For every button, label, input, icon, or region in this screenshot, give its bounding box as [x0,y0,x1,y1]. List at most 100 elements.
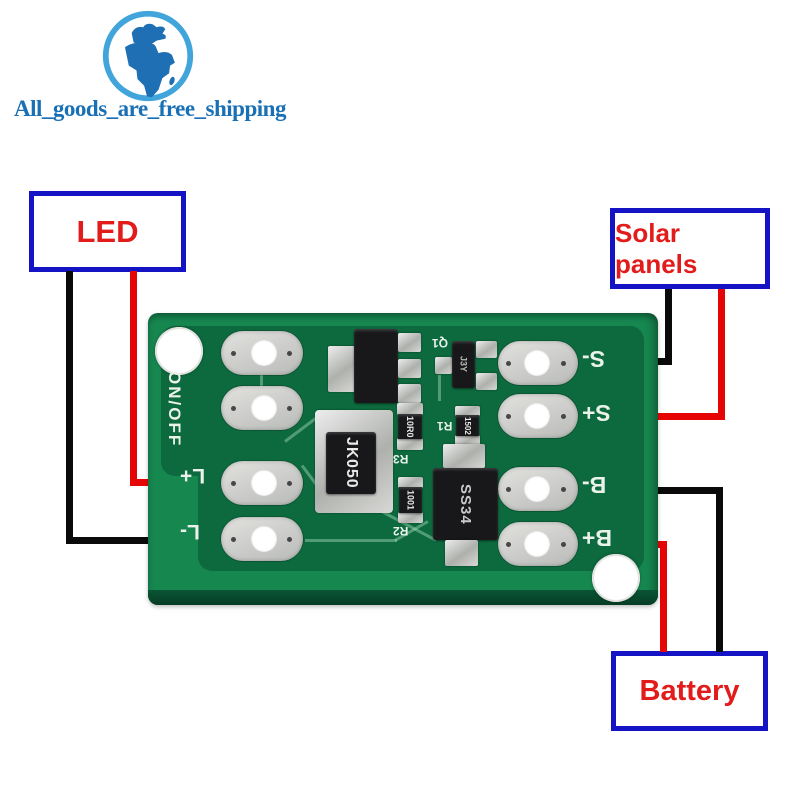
silkscreen-l-plus-text: L+ [180,464,206,487]
silkscreen-onoff: ON/OFF [165,371,184,448]
pad-dimple [506,361,511,366]
pad-hole [524,531,550,557]
pad-hole [251,340,277,366]
resistor-cap [398,512,423,523]
pad-led-plus [221,461,303,505]
led-black-wire-vertical [66,271,73,544]
fuse-marking-line2: 050 [343,459,360,490]
transistor-lead [398,384,421,403]
pad-hole [251,470,277,496]
diode-body: SS34 [433,468,498,540]
pad-onoff-2 [221,386,303,430]
solar-black-wire-vertical [665,289,672,365]
logo-caption: All_goods_are_free_shipping [14,96,286,121]
fuse-marking-line1: JK [343,436,360,460]
mounting-hole-top-left [155,327,203,375]
q1-pad [435,357,452,374]
pad-dimple [561,361,566,366]
silkscreen-r3-text: R3 [393,452,409,466]
pad-dimple [231,481,236,486]
silkscreen-l-minus: L- [180,519,200,543]
solar-callout-box: Solar panels [610,208,770,289]
q1-body: J3Y [452,341,475,388]
pcb-trace [305,539,397,542]
resistor-1502: 1502 [455,406,480,445]
battery-red-wire-vertical [660,541,667,652]
pad-dimple [287,537,292,542]
pad-solar-minus [498,341,578,385]
battery-black-wire-vertical [716,487,723,652]
led-red-wire-vertical [130,271,137,486]
pad-hole [524,350,550,376]
q1-pad [476,373,497,390]
mounting-hole-bottom-right [592,554,640,602]
transistor-lead [398,359,421,378]
resistor-1001-body: 1001 [399,487,422,513]
pad-dimple [561,487,566,492]
pad-led-minus [221,517,303,561]
resistor-10r0-body: 10R0 [398,414,422,439]
silkscreen-b-plus: B+ [582,524,612,551]
resistor-cap [455,406,480,416]
transistor-tab-pad [328,346,355,392]
pad-dimple [506,542,511,547]
pad-onoff-1 [221,331,303,375]
pcb-bottom-edge [148,590,658,605]
pcb-board: ON/OFF L+ L- [148,313,658,605]
resistor-cap [455,435,480,445]
resistor-cap [397,403,423,415]
silkscreen-l-plus: L+ [180,463,205,487]
diode-lead-pad [445,540,478,566]
pad-dimple [287,481,292,486]
silkscreen-r2: R2 [393,524,408,538]
pad-battery-minus [498,467,578,511]
transistor-body [354,329,398,403]
q1-pad [476,341,497,358]
battery-label: Battery [639,674,740,707]
pad-dimple [231,351,236,356]
pad-dimple [561,414,566,419]
pad-hole [251,526,277,552]
silkscreen-s-plus-text: S+ [582,400,611,426]
pad-dimple [231,537,236,542]
silkscreen-b-plus-text: B+ [582,525,613,551]
pad-dimple [287,351,292,356]
led-label: LED [76,213,139,249]
pad-dimple [506,487,511,492]
silkscreen-q1-text: Q1 [432,336,449,350]
transistor-lead [398,333,421,352]
silkscreen-q1: Q1 [432,336,448,350]
silkscreen-b-minus-text: B- [582,472,607,498]
silkscreen-s-minus-text: S- [582,346,605,372]
pad-dimple [561,542,566,547]
fuse-body: JK 050 [326,432,376,494]
battery-callout-box: Battery [611,651,768,731]
silkscreen-l-minus-text: L- [180,520,200,543]
solar-red-wire-vertical [718,289,725,420]
silkscreen-s-minus: S- [582,345,605,372]
pad-hole [524,476,550,502]
silkscreen-b-minus: B- [582,471,606,498]
silkscreen-r3: R3 [393,452,408,466]
pcb-trace [438,375,441,401]
silkscreen-r1-text: R1 [437,419,453,433]
pcb-trace [260,375,263,389]
globe-icon [102,10,194,102]
led-callout-box: LED [29,191,186,272]
silkscreen-r1: R1 [437,419,452,433]
pad-hole [524,403,550,429]
pad-dimple [231,406,236,411]
resistor-10r0: 10R0 [397,403,423,450]
resistor-cap [398,477,423,488]
resistor-1502-body: 1502 [456,415,479,436]
diode-tab-pad [443,444,485,468]
silkscreen-r2-text: R2 [393,524,409,538]
pad-hole [251,395,277,421]
pad-dimple [506,414,511,419]
pad-solar-plus [498,394,578,438]
silkscreen-s-plus: S+ [582,399,611,426]
resistor-1001: 1001 [398,477,423,523]
pad-dimple [287,406,292,411]
solar-label: Solar panels [615,217,698,279]
